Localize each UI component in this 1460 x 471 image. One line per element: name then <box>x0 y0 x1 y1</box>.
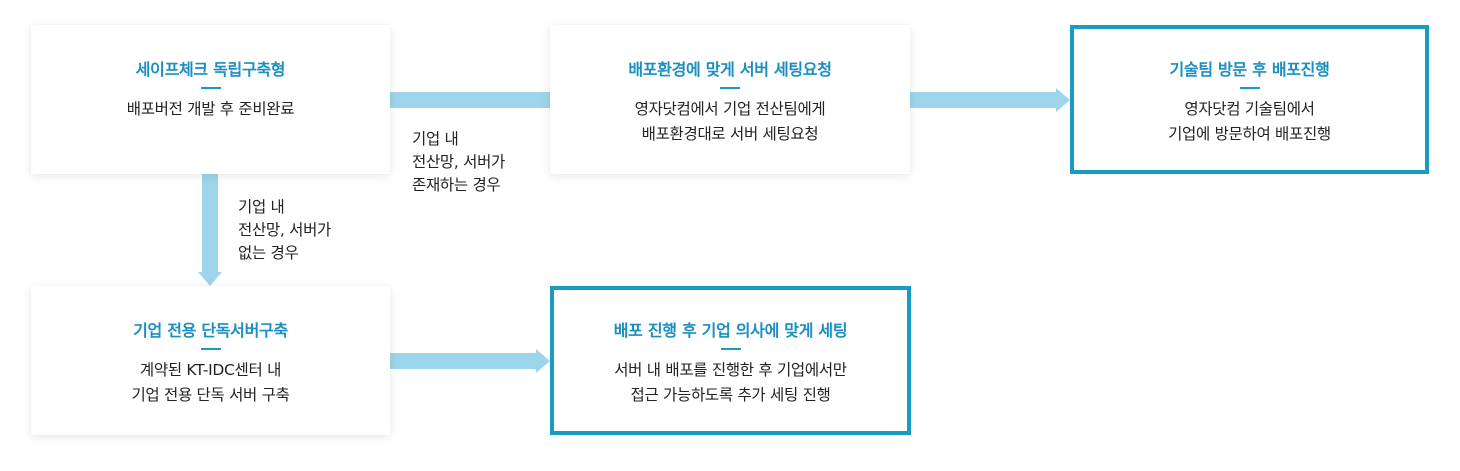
step-title: 기술팀 방문 후 배포진행 <box>1169 60 1330 79</box>
step-description-line: 계약된 KT-IDC센터 내 <box>139 361 282 379</box>
step-description-line: 배포버전 개발 후 준비완료 <box>126 100 295 118</box>
arrow-step4-to-step5-head <box>536 349 550 373</box>
arrow-step2-to-step3-shaft <box>910 92 1056 108</box>
arrow-step1-to-step4-head <box>198 272 222 286</box>
arrow-step1-to-step2 <box>390 92 550 108</box>
title-divider <box>1239 87 1260 89</box>
title-divider <box>720 87 740 89</box>
step-box-develop: 세이프체크 독립구축형 배포버전 개발 후 준비완료 <box>31 25 390 174</box>
title-divider <box>200 87 221 89</box>
title-divider <box>720 348 741 350</box>
step-description-line: 영자닷컴 기술팀에서 <box>1184 100 1315 118</box>
step-description: 계약된 KT-IDC센터 내 기업 전용 단독 서버 구축 <box>31 358 390 408</box>
step-title: 세이프체크 독립구축형 <box>135 60 286 79</box>
step-title: 배포 진행 후 기업 의사에 맞게 세팅 <box>613 321 848 340</box>
step-box-dedicated-server: 기업 전용 단독서버구축 계약된 KT-IDC센터 내 기업 전용 단독 서버 … <box>31 286 390 435</box>
step-description-line: 배포환경대로 서버 세팅요청 <box>641 125 819 143</box>
condition-label-exists: 기업 내 전산망, 서버가 존재하는 경우 <box>412 128 505 197</box>
step-description: 영자닷컴 기술팀에서 기업에 방문하여 배포진행 <box>1074 97 1425 147</box>
condition-line: 존재하는 경우 <box>412 176 501 194</box>
condition-line: 기업 내 <box>238 198 285 216</box>
condition-line: 전산망, 서버가 <box>238 221 332 239</box>
condition-label-absent: 기업 내 전산망, 서버가 없는 경우 <box>238 196 331 265</box>
condition-line: 기업 내 <box>412 130 459 148</box>
step-box-server-request: 배포환경에 맞게 서버 세팅요청 영자닷컴에서 기업 전산팀에게 배포환경대로 … <box>550 25 910 174</box>
step-title: 배포환경에 맞게 서버 세팅요청 <box>628 60 832 79</box>
arrow-step4-to-step5-shaft <box>390 353 536 369</box>
step-title: 기업 전용 단독서버구축 <box>133 321 288 340</box>
condition-line: 없는 경우 <box>238 244 299 262</box>
arrow-step2-to-step3-head <box>1056 88 1070 112</box>
step-description-line: 영자닷컴에서 기업 전산팀에게 <box>634 100 826 118</box>
step-box-custom-setup: 배포 진행 후 기업 의사에 맞게 세팅 서버 내 배포를 진행한 후 기업에서… <box>550 286 911 435</box>
step-description: 배포버전 개발 후 준비완료 <box>31 97 390 122</box>
arrow-step1-to-step4-shaft <box>202 174 218 272</box>
step-description-line: 기업 전용 단독 서버 구축 <box>131 386 290 404</box>
step-description: 서버 내 배포를 진행한 후 기업에서만 접근 가능하도록 추가 세팅 진행 <box>554 358 907 408</box>
step-description-line: 서버 내 배포를 진행한 후 기업에서만 <box>614 361 847 379</box>
title-divider <box>200 348 221 350</box>
step-box-onsite-deploy: 기술팀 방문 후 배포진행 영자닷컴 기술팀에서 기업에 방문하여 배포진행 <box>1070 25 1429 174</box>
condition-line: 전산망, 서버가 <box>412 153 506 171</box>
step-description: 영자닷컴에서 기업 전산팀에게 배포환경대로 서버 세팅요청 <box>550 97 910 147</box>
step-description-line: 기업에 방문하여 배포진행 <box>1168 125 1331 143</box>
step-description-line: 접근 가능하도록 추가 세팅 진행 <box>630 386 831 404</box>
